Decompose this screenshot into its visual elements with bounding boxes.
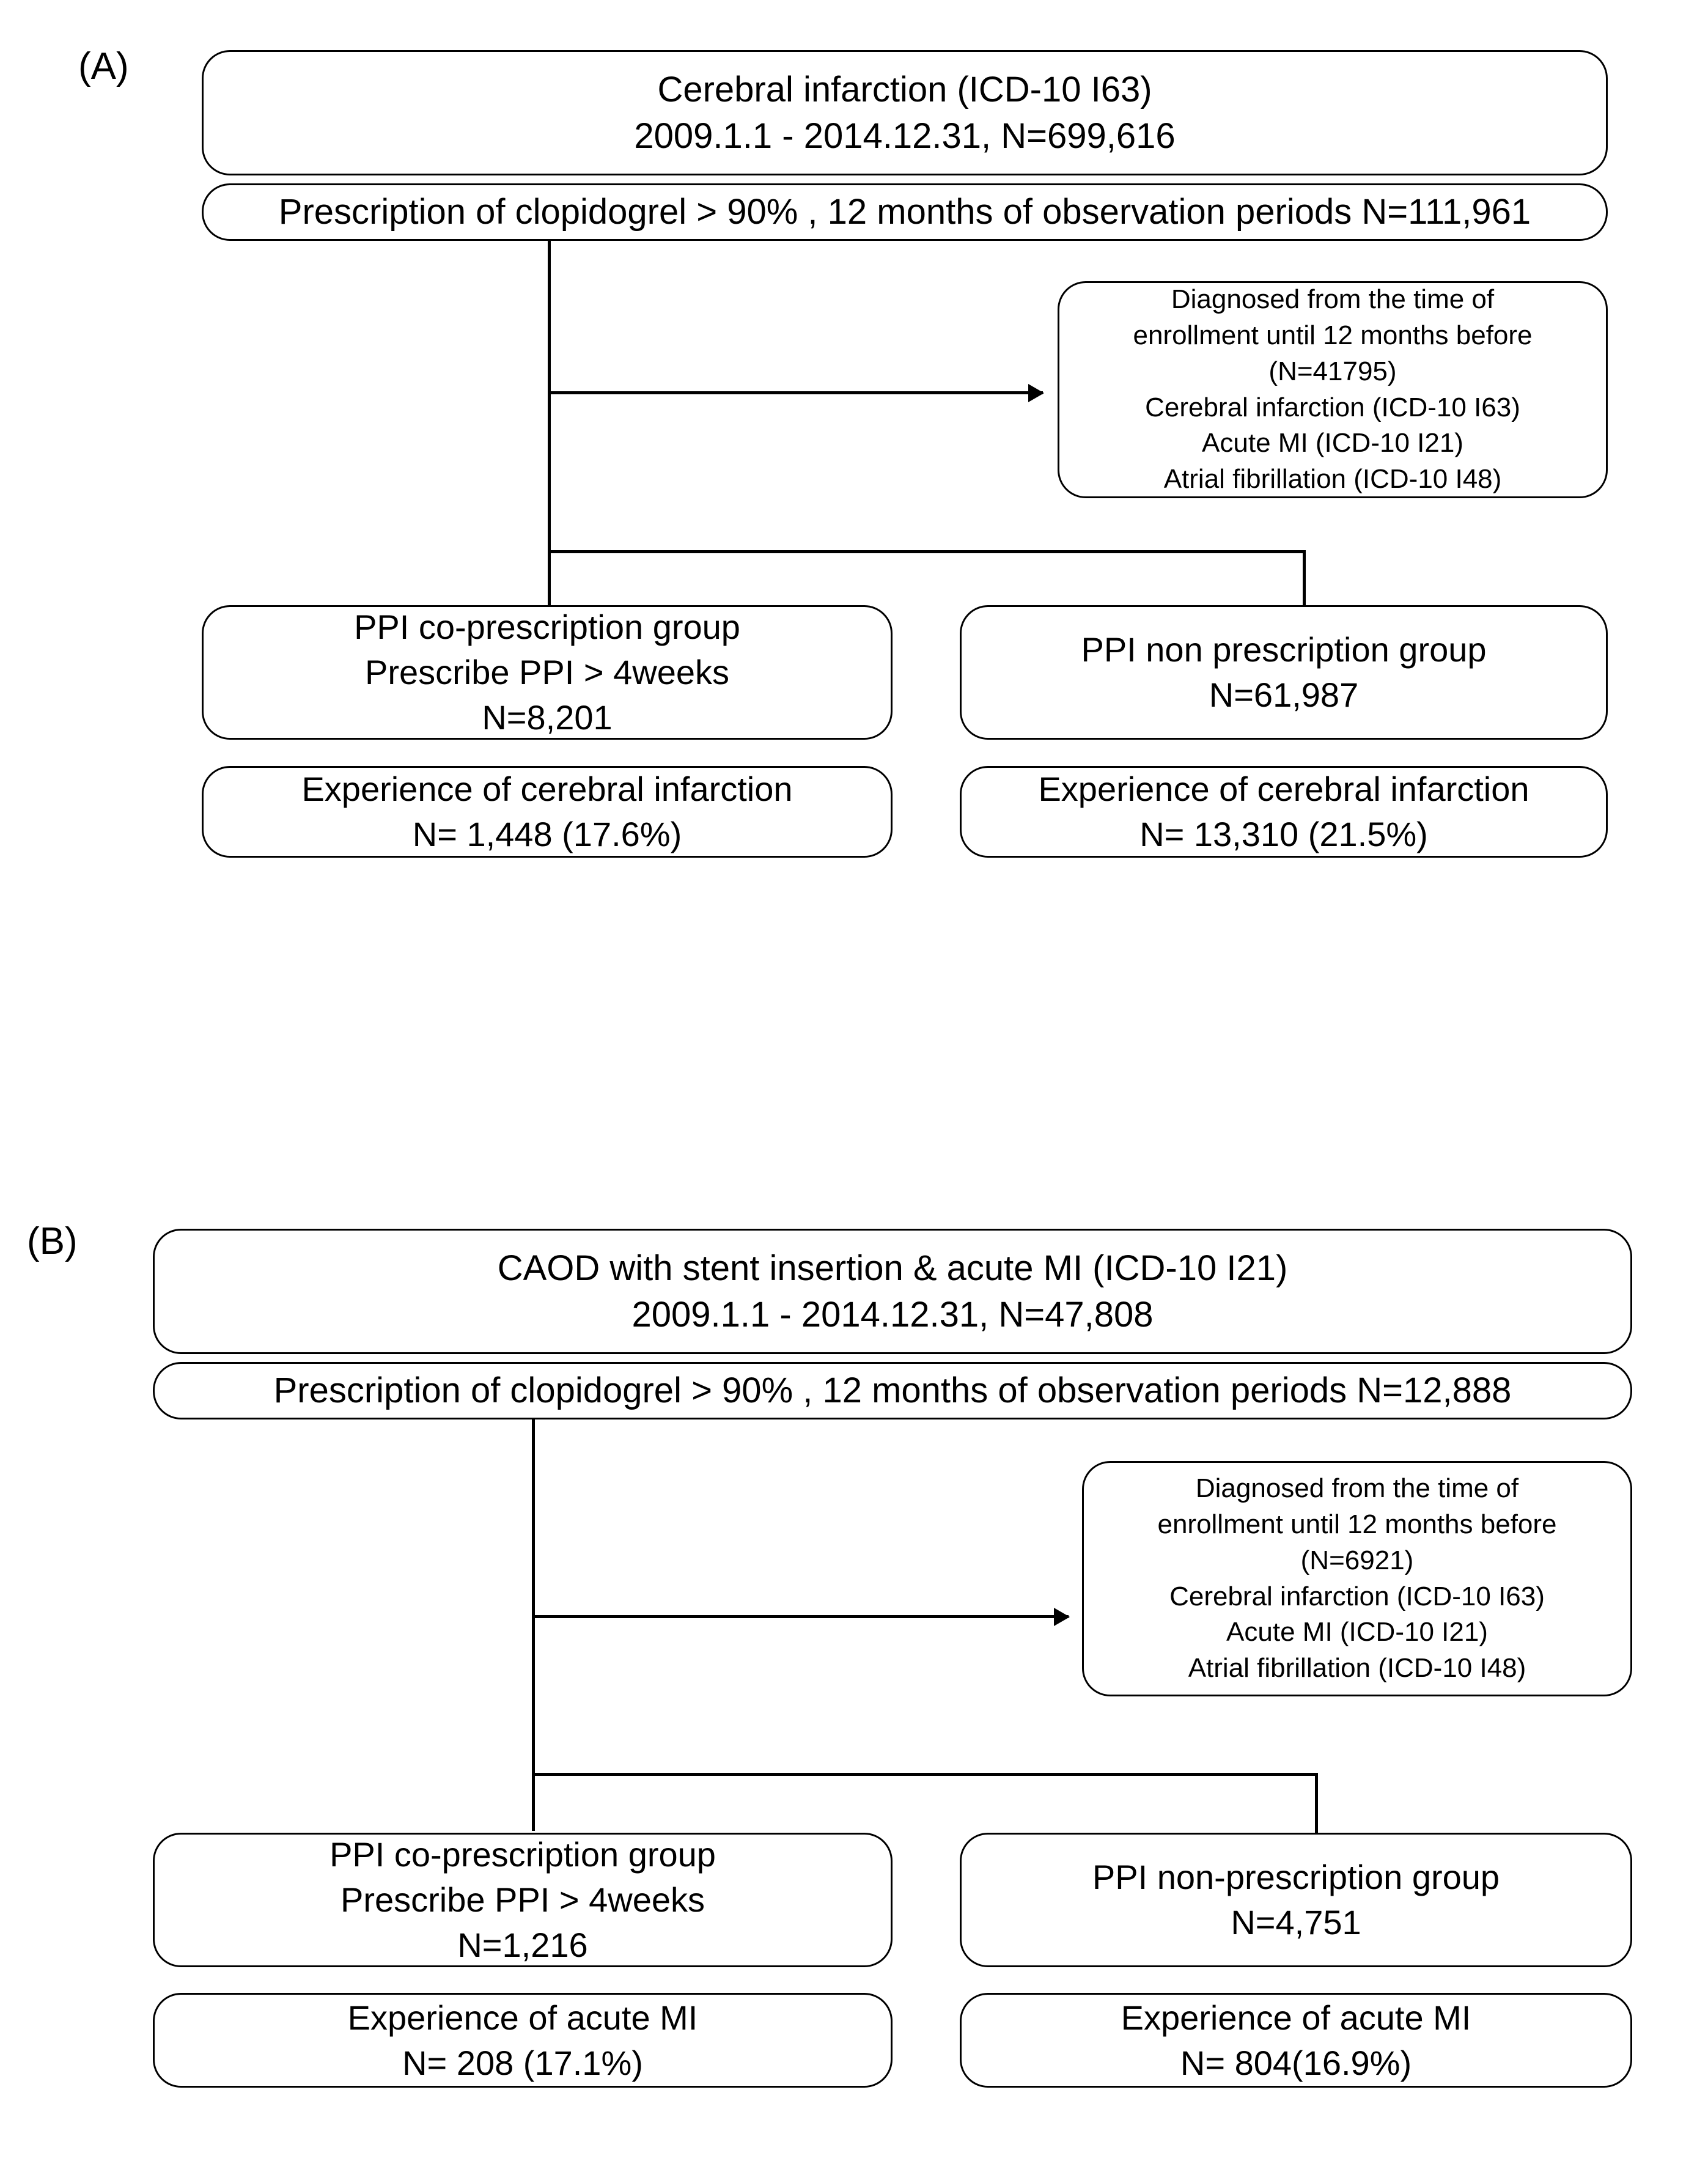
panel-b-right-group-box: PPI non-prescription group N=4,751 bbox=[960, 1833, 1632, 1967]
panel-a-left-group-box: PPI co-prescription group Prescribe PPI … bbox=[202, 605, 893, 740]
panel-b-right-outcome-box: Experience of acute MI N= 804(16.9%) bbox=[960, 1993, 1632, 2088]
panel-b-main-vertical-connector bbox=[532, 1418, 535, 1831]
panel-a-exclusion-line6: Atrial fibrillation (ICD-10 I48) bbox=[1163, 464, 1502, 495]
panel-a-exclusion-arrow bbox=[548, 391, 1043, 394]
panel-a-right-outcome-line1: Experience of cerebral infarction bbox=[1038, 770, 1529, 809]
panel-a-split-horizontal-connector bbox=[548, 550, 1306, 553]
panel-b-right-branch-connector bbox=[1315, 1773, 1318, 1834]
panel-a-left-outcome-box: Experience of cerebral infarction N= 1,4… bbox=[202, 766, 893, 858]
panel-a-filter-line1: Prescription of clopidogrel > 90% , 12 m… bbox=[278, 192, 1531, 232]
panel-b-left-outcome-line2: N= 208 (17.1%) bbox=[402, 2043, 643, 2082]
panel-b-right-group-line1: PPI non-prescription group bbox=[1092, 1858, 1500, 1897]
panel-a-exclusion-line5: Acute MI (ICD-10 I21) bbox=[1202, 428, 1463, 458]
panel-a-exclusion-line4: Cerebral infarction (ICD-10 I63) bbox=[1145, 392, 1520, 422]
panel-a-source-line1: Cerebral infarction (ICD-10 I63) bbox=[657, 70, 1152, 110]
panel-a-exclusion-line1: Diagnosed from the time of bbox=[1171, 284, 1495, 314]
panel-b-exclusion-line4: Cerebral infarction (ICD-10 I63) bbox=[1169, 1581, 1545, 1611]
panel-b-exclusion-line5: Acute MI (ICD-10 I21) bbox=[1226, 1617, 1488, 1647]
panel-a-filter-box: Prescription of clopidogrel > 90% , 12 m… bbox=[202, 183, 1608, 241]
panel-a-left-group-line2: Prescribe PPI > 4weeks bbox=[364, 653, 730, 692]
panel-b-left-outcome-line1: Experience of acute MI bbox=[347, 1998, 698, 2037]
panel-a-exclusion-box: Diagnosed from the time of enrollment un… bbox=[1058, 281, 1608, 498]
panel-a-right-group-box: PPI non prescription group N=61,987 bbox=[960, 605, 1608, 740]
panel-a-source-line2: 2009.1.1 - 2014.12.31, N=699,616 bbox=[634, 116, 1176, 156]
panel-a-right-branch-connector bbox=[1303, 550, 1306, 606]
panel-b-right-outcome-line2: N= 804(16.9%) bbox=[1180, 2043, 1412, 2082]
panel-a-right-outcome-box: Experience of cerebral infarction N= 13,… bbox=[960, 766, 1608, 858]
panel-b-exclusion-line6: Atrial fibrillation (ICD-10 I48) bbox=[1188, 1653, 1526, 1684]
panel-a-exclusion-line3: (N=41795) bbox=[1268, 356, 1397, 386]
panel-a-right-group-line1: PPI non prescription group bbox=[1081, 630, 1487, 669]
panel-label-b: (B) bbox=[27, 1220, 78, 1262]
panel-b-source-box: CAOD with stent insertion & acute MI (IC… bbox=[153, 1229, 1632, 1354]
panel-b-exclusion-line2: enrollment until 12 months before bbox=[1157, 1509, 1557, 1539]
panel-b-source-line2: 2009.1.1 - 2014.12.31, N=47,808 bbox=[631, 1294, 1154, 1335]
panel-a-right-outcome-line2: N= 13,310 (21.5%) bbox=[1139, 815, 1428, 853]
panel-label-a: (A) bbox=[78, 45, 129, 87]
panel-b-filter-line1: Prescription of clopidogrel > 90% , 12 m… bbox=[273, 1371, 1512, 1411]
panel-a-source-box: Cerebral infarction (ICD-10 I63) 2009.1.… bbox=[202, 50, 1608, 175]
panel-b-left-group-line1: PPI co-prescription group bbox=[329, 1835, 716, 1874]
panel-a-left-outcome-line2: N= 1,448 (17.6%) bbox=[412, 815, 682, 853]
panel-b-exclusion-line3: (N=6921) bbox=[1300, 1545, 1414, 1575]
panel-a-left-group-line3: N=8,201 bbox=[482, 698, 613, 737]
panel-a-left-outcome-line1: Experience of cerebral infarction bbox=[301, 770, 793, 809]
panel-a-exclusion-line2: enrollment until 12 months before bbox=[1133, 320, 1533, 350]
panel-b-right-group-line2: N=4,751 bbox=[1231, 1903, 1361, 1942]
panel-b-left-outcome-box: Experience of acute MI N= 208 (17.1%) bbox=[153, 1993, 893, 2088]
panel-b-filter-box: Prescription of clopidogrel > 90% , 12 m… bbox=[153, 1362, 1632, 1419]
panel-a-main-vertical-connector bbox=[548, 240, 551, 606]
panel-a-right-group-line2: N=61,987 bbox=[1209, 676, 1359, 714]
panel-b-left-group-line3: N=1,216 bbox=[457, 1925, 588, 1964]
panel-b-exclusion-arrow bbox=[532, 1615, 1069, 1618]
panel-b-left-group-box: PPI co-prescription group Prescribe PPI … bbox=[153, 1833, 893, 1967]
panel-a-left-group-line1: PPI co-prescription group bbox=[354, 608, 740, 647]
panel-b-source-line1: CAOD with stent insertion & acute MI (IC… bbox=[497, 1248, 1288, 1289]
panel-b-exclusion-box: Diagnosed from the time of enrollment un… bbox=[1082, 1461, 1632, 1696]
panel-b-split-horizontal-connector bbox=[532, 1773, 1318, 1776]
panel-b-exclusion-line1: Diagnosed from the time of bbox=[1195, 1473, 1519, 1503]
panel-b-left-group-line2: Prescribe PPI > 4weeks bbox=[340, 1880, 705, 1920]
panel-b-right-outcome-line1: Experience of acute MI bbox=[1121, 1998, 1471, 2037]
